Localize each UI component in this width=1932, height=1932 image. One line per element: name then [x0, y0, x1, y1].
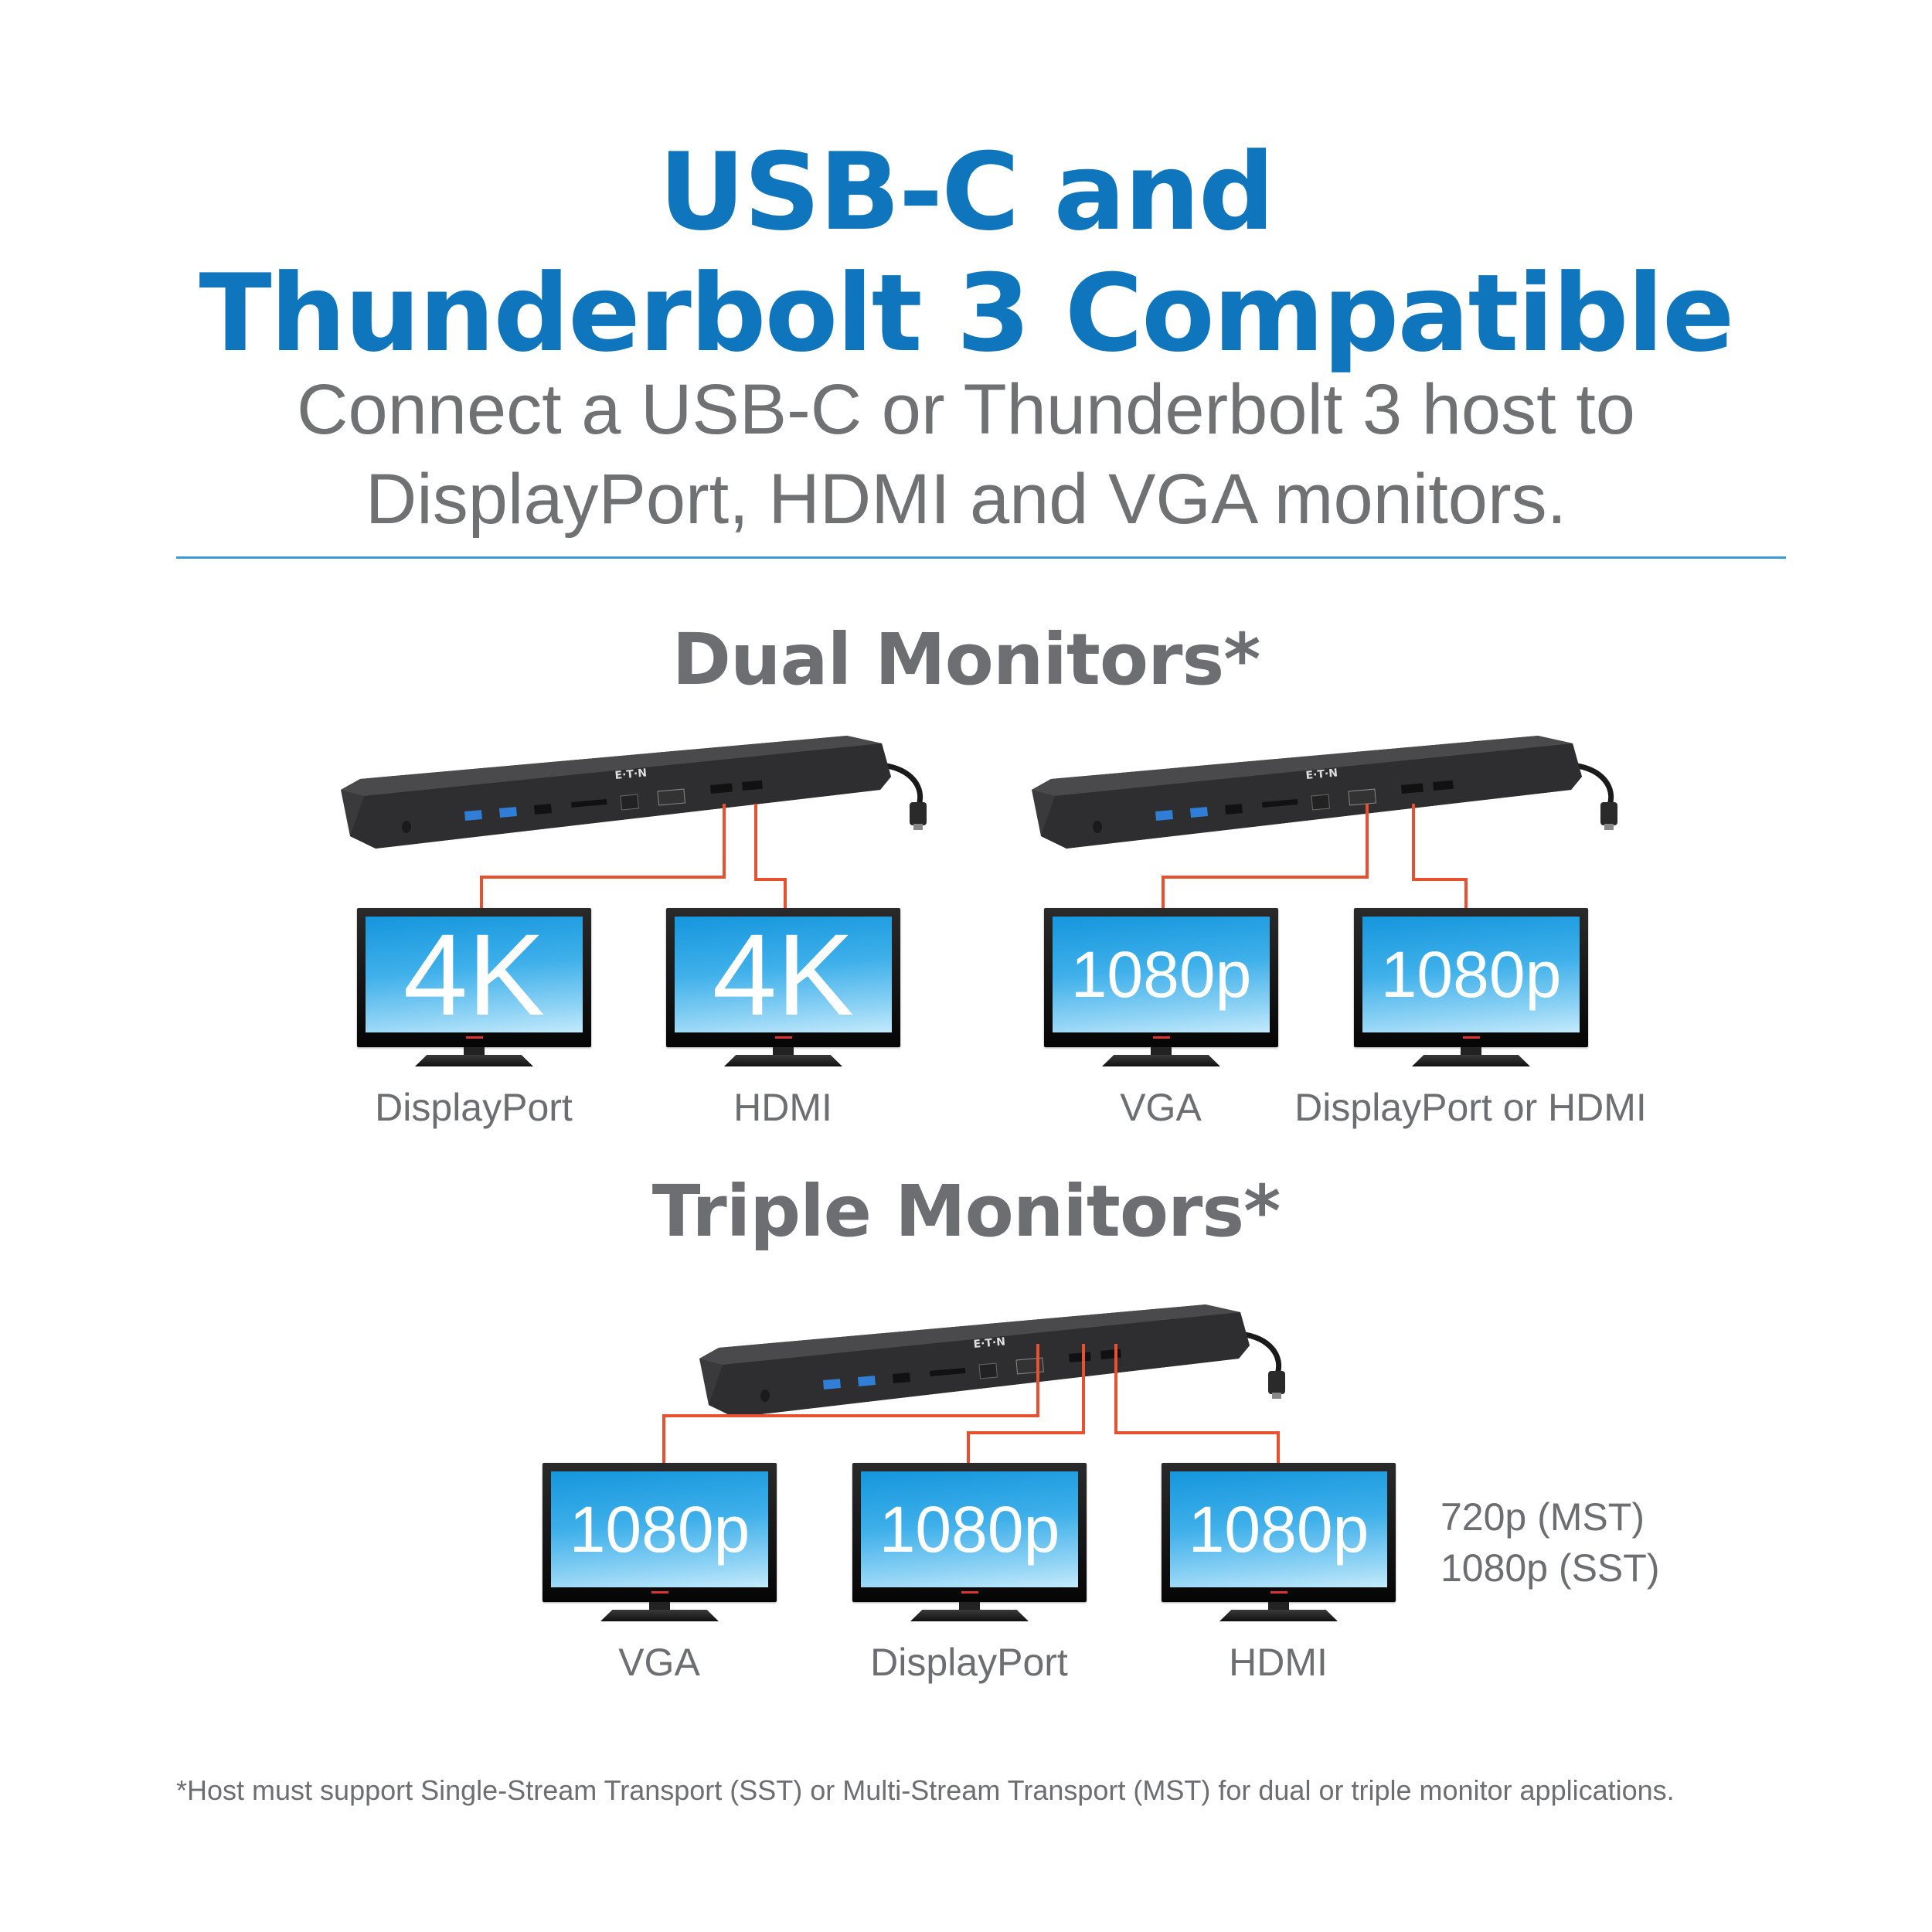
tv-monitor-icon: 1080p [852, 1463, 1087, 1602]
mst-note: 720p (MST) [1440, 1495, 1645, 1539]
docking-station-3 [699, 1304, 1285, 1417]
monitor-displayport-or-hdmi: 1080p [1354, 908, 1588, 1068]
monitor-hdmi: 1080p [1162, 1463, 1396, 1623]
monitor-displayport: 1080p [852, 1463, 1087, 1623]
tv-monitor-icon: 1080p [543, 1463, 777, 1602]
docking-station-2 [1032, 736, 1617, 849]
tv-monitor-icon: 4K [666, 908, 900, 1047]
subtitle-line-2: DisplayPort, HDMI and VGA monitors. [365, 460, 1567, 539]
connector-lines [480, 804, 1468, 1463]
resolution-text: 1080p [1053, 917, 1270, 1032]
resolution-text: 1080p [1362, 917, 1580, 1032]
subtitle-line-1: Connect a USB-C or Thunderbolt 3 host to [297, 370, 1635, 449]
resolution-text: 1080p [861, 1471, 1078, 1587]
resolution-text: 4K [366, 917, 583, 1032]
port-label: DisplayPort [375, 1086, 573, 1129]
monitor-vga: 1080p [543, 1463, 777, 1623]
docking-station-1 [341, 736, 927, 849]
port-label: HDMI [1229, 1641, 1328, 1684]
monitor-displayport: 4K [357, 908, 591, 1068]
tv-monitor-icon: 1080p [1044, 908, 1278, 1047]
footnote: *Host must support Single-Stream Transpo… [176, 1774, 1675, 1806]
tv-monitor-icon: 4K [357, 908, 591, 1047]
tv-monitor-icon: 1080p [1354, 908, 1588, 1047]
port-label: VGA [618, 1641, 700, 1684]
title-line-1: USB-C and [658, 130, 1274, 254]
dual-monitors-heading: Dual Monitors* [672, 618, 1261, 701]
port-label: DisplayPort [870, 1641, 1068, 1684]
port-label: VGA [1120, 1086, 1202, 1129]
monitor-hdmi: 4K [666, 908, 900, 1068]
monitor-vga: 1080p [1044, 908, 1278, 1068]
sst-note: 1080p (SST) [1440, 1546, 1660, 1590]
triple-monitors-heading: Triple Monitors* [651, 1170, 1281, 1253]
port-label: DisplayPort or HDMI [1294, 1086, 1647, 1129]
resolution-text: 1080p [1170, 1471, 1387, 1587]
divider [176, 556, 1786, 559]
port-label: HDMI [733, 1086, 832, 1129]
tv-monitor-icon: 1080p [1162, 1463, 1396, 1602]
title-line-2: Thunderbolt 3 Compatible [199, 251, 1734, 376]
resolution-text: 1080p [551, 1471, 768, 1587]
resolution-text: 4K [675, 917, 892, 1032]
